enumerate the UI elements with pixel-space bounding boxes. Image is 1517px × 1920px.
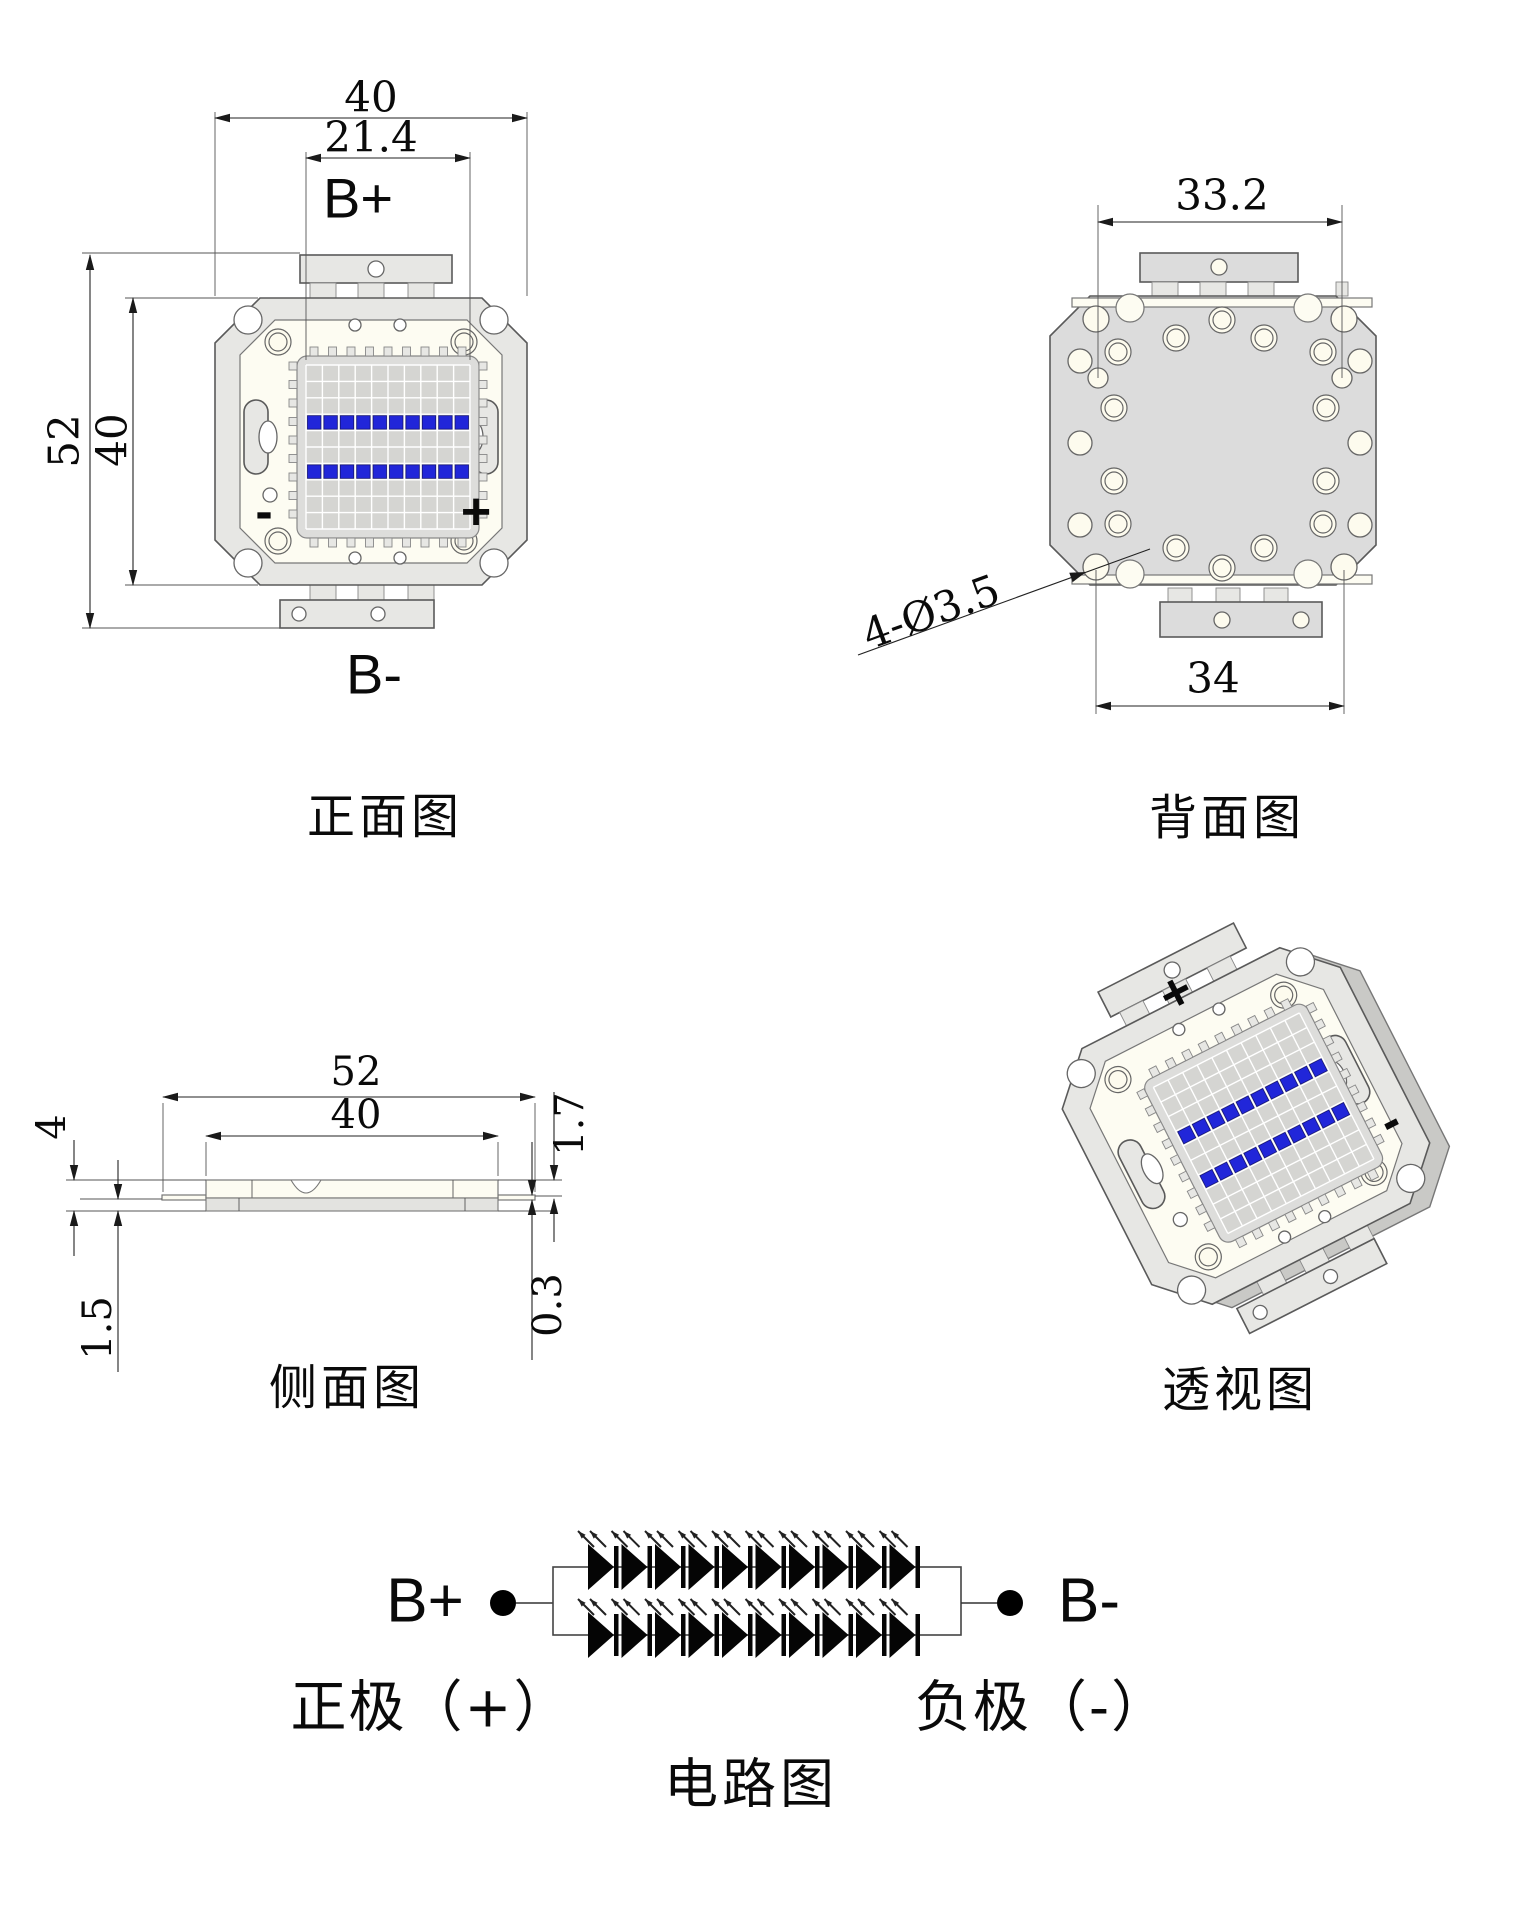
side-view: 52 40 4 1.5 1.7 0.3 侧面图 bbox=[29, 1049, 593, 1416]
module-front bbox=[214, 254, 528, 629]
side-base-plate bbox=[205, 1197, 499, 1212]
led-string-top bbox=[577, 1530, 921, 1591]
front-pad-plus: + bbox=[461, 483, 491, 541]
front-view-caption: 正面图 bbox=[307, 789, 463, 845]
back-ring-holes bbox=[1100, 306, 1340, 582]
front-dim-height-outer: 52 bbox=[40, 414, 89, 467]
front-dim-width-outer: 40 bbox=[344, 73, 397, 122]
led-string-bottom bbox=[577, 1598, 921, 1659]
back-view: 33.2 34 4-Ø3.5 背面图 bbox=[856, 171, 1377, 846]
front-terminal-bottom: B- bbox=[346, 643, 402, 706]
perspective-view-caption: 透视图 bbox=[1162, 1362, 1318, 1418]
side-dim-height-total: 4 bbox=[29, 1114, 75, 1139]
back-view-caption: 背面图 bbox=[1149, 790, 1305, 846]
circuit-node-pos bbox=[490, 1590, 516, 1616]
back-dim-bottom: 34 bbox=[1186, 654, 1239, 703]
side-dim-thickness: 0.3 bbox=[525, 1273, 571, 1337]
side-dim-width-outer: 52 bbox=[331, 1049, 382, 1095]
circuit-label-neg: 负极（-） bbox=[915, 1676, 1169, 1741]
side-dim-width-inner: 40 bbox=[331, 1092, 382, 1138]
perspective-view: + - 透视图 bbox=[1021, 888, 1471, 1418]
circuit-terminal-neg: B- bbox=[1058, 1567, 1120, 1636]
side-substrate bbox=[205, 1179, 499, 1199]
circuit-label-pos: 正极（+） bbox=[291, 1676, 572, 1741]
side-notch bbox=[290, 1179, 322, 1194]
circuit-diagram: B+ B- 正极（+） 负极（-） 电路图 bbox=[291, 1530, 1169, 1816]
back-corner-holes bbox=[1082, 305, 1358, 581]
side-view-caption: 侧面图 bbox=[269, 1360, 425, 1416]
circuit-caption: 电路图 bbox=[664, 1753, 838, 1816]
front-dim-height-inner: 40 bbox=[88, 413, 137, 466]
front-view: - + B+ B- 40 21.4 52 40 正面图 bbox=[40, 73, 528, 845]
circuit-terminal-pos: B+ bbox=[386, 1567, 464, 1636]
front-pad-minus: - bbox=[255, 483, 272, 541]
back-dim-holes: 4-Ø3.5 bbox=[856, 565, 1006, 660]
circuit-node-neg bbox=[997, 1590, 1023, 1616]
back-dim-top: 33.2 bbox=[1175, 171, 1269, 220]
front-terminal-top: B+ bbox=[323, 167, 393, 230]
side-dim-height-top: 1.7 bbox=[547, 1092, 593, 1156]
front-dim-width-inner: 21.4 bbox=[324, 113, 418, 162]
back-edge-holes bbox=[1067, 348, 1373, 538]
side-dim-height-base: 1.5 bbox=[75, 1296, 121, 1360]
